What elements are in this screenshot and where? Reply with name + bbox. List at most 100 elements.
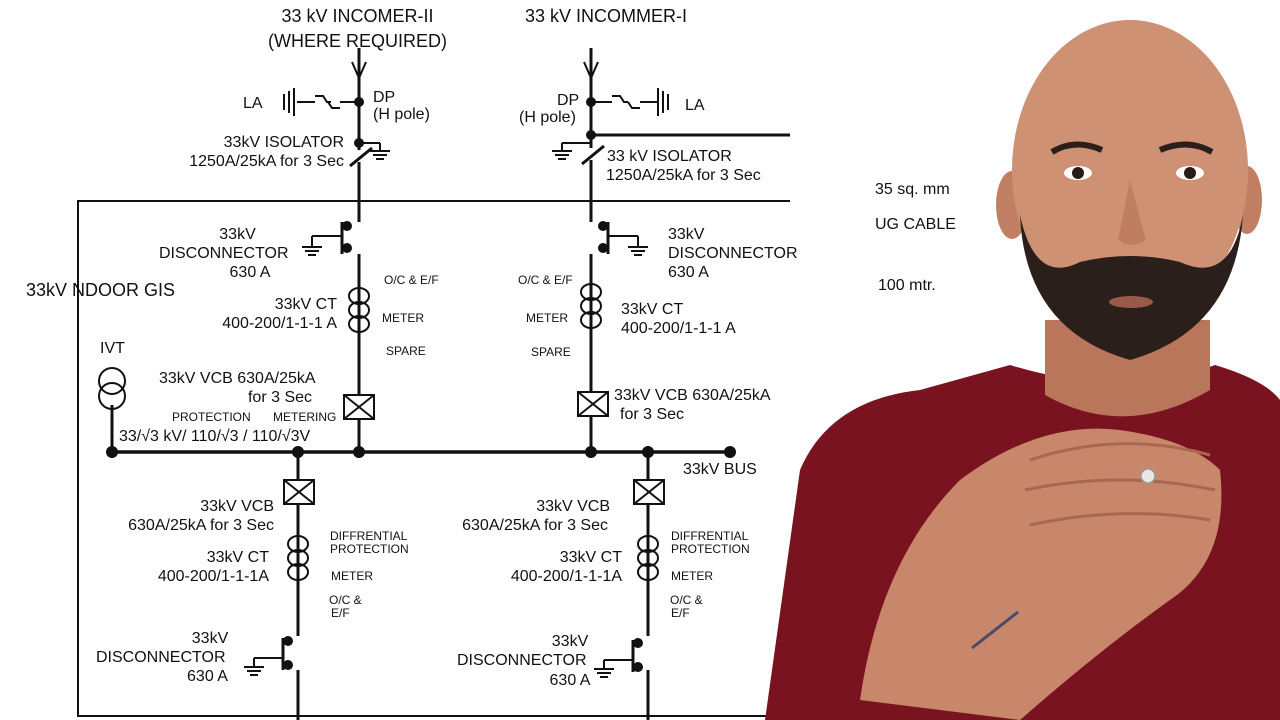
ct-coils	[98, 283, 659, 581]
out-right-vcb-rating: 630A/25kA for 3 Sec	[462, 517, 608, 534]
ivt-label: IVT	[100, 340, 125, 357]
vcb-left-icon	[343, 394, 375, 420]
ct-out-right-icon	[637, 535, 659, 581]
ct-right-rating: 400-200/1-1-1 A	[621, 320, 736, 337]
eyebrow	[1158, 141, 1214, 155]
ct-left-prot: O/C & E/F	[384, 273, 439, 287]
mouth	[1109, 296, 1153, 308]
junction-dot	[292, 446, 304, 458]
ct-left-label: 33kV CT	[274, 296, 337, 313]
bus-label: 33kV BUS	[683, 461, 757, 478]
dp-left-label: DP	[373, 89, 396, 106]
ct-left-rating: 400-200/1-1-1 A	[222, 315, 337, 332]
out-right-prot-2: PROTECTION	[671, 542, 750, 556]
junction-dot	[354, 97, 364, 107]
out-left-meter: METER	[331, 569, 373, 583]
earth-icon	[552, 150, 572, 160]
out-left-vcb: 33kV VCB	[200, 498, 274, 515]
disc-right-rating: 630 A	[668, 264, 709, 281]
incomer-2-title: 33 kV INCOMER-II	[281, 6, 434, 26]
vcb-right-icon	[577, 391, 609, 417]
cable-type: UG CABLE	[875, 216, 956, 233]
vcb-left-label: 33kV VCB 630A/25kA	[159, 370, 316, 387]
earth-icon	[302, 246, 322, 256]
ct-left-icon	[348, 287, 370, 333]
cable-length: 100 mtr.	[878, 277, 936, 294]
out-left-prot: DIFFRENTIAL	[330, 529, 408, 543]
disc-right-label: 33kV	[668, 226, 705, 243]
junction-dot	[586, 97, 596, 107]
junction-dot	[598, 243, 608, 253]
isolator-left-rating: 1250A/25kA for 3 Sec	[189, 153, 344, 170]
vcb-right-label-2: for 3 Sec	[620, 406, 685, 423]
disc-right-label-2: DISCONNECTOR	[668, 245, 798, 262]
eyebrow	[1050, 141, 1104, 155]
out-right-prot: DIFFRENTIAL	[671, 529, 749, 543]
incomer-2-subtitle: (WHERE REQUIRED)	[268, 31, 447, 51]
vcb-left-label-2: for 3 Sec	[247, 389, 313, 406]
out-left-disc-2: DISCONNECTOR	[96, 649, 226, 666]
junction-dots	[106, 97, 736, 672]
ct-right-icon	[580, 283, 602, 329]
ct-right-meter: METER	[526, 311, 568, 325]
isolator-right-rating: 1250A/25kA for 3 Sec	[606, 167, 761, 184]
dp-right-sub: (H pole)	[519, 109, 576, 126]
out-right-meter: METER	[671, 569, 713, 583]
junction-dot	[642, 446, 654, 458]
junction-dot	[342, 221, 352, 231]
out-left-oc: O/C &	[329, 593, 362, 607]
disc-left-label: 33kV	[219, 226, 256, 243]
ring-icon	[1140, 468, 1156, 484]
hands	[860, 428, 1222, 720]
head	[1012, 20, 1248, 320]
isolator-left-label: 33kV ISOLATOR	[223, 134, 344, 151]
out-right-disc-rating: 630 A	[549, 672, 591, 689]
la-right-icon	[657, 88, 669, 116]
earth-icon	[594, 668, 614, 678]
out-left-ct-rating: 400-200/1-1-1A	[157, 568, 269, 585]
ivt-icon	[98, 367, 126, 410]
out-right-ct: 33kV CT	[559, 549, 622, 566]
out-right-ef: E/F	[671, 606, 690, 620]
junction-dot	[106, 446, 118, 458]
junction-dot	[633, 638, 643, 648]
nose	[1118, 180, 1146, 245]
out-right-disc: 33kV	[551, 633, 589, 650]
la-right-label: LA	[685, 97, 705, 114]
ct-right-prot: O/C & E/F	[518, 273, 573, 287]
ivt-metering: METERING	[273, 410, 337, 424]
ct-right-label: 33kV CT	[621, 301, 684, 318]
vcb-right-label: 33kV VCB 630A/25kA	[614, 387, 771, 404]
ivt-protection: PROTECTION	[172, 410, 251, 424]
earth-icon	[370, 150, 390, 160]
la-gap-right-icon	[612, 95, 640, 109]
la-gap-left-icon	[315, 95, 340, 109]
gis-label: 33kV NDOOR GIS	[26, 280, 176, 300]
junction-dot	[724, 446, 736, 458]
dp-left-sub: (H pole)	[373, 106, 430, 123]
junction-dot	[354, 138, 364, 148]
presenter-photo	[765, 0, 1280, 720]
ct-right-spare: SPARE	[531, 345, 571, 359]
isolator-right-label: 33 kV ISOLATOR	[607, 148, 732, 165]
cable-size: 35 sq. mm	[875, 181, 950, 198]
out-left-disc: 33kV	[191, 630, 229, 647]
isolator-right-blade	[581, 144, 605, 166]
ivt-ratio: 33/√3 kV/ 110/√3 / 110/√3V	[119, 428, 311, 445]
ct-left-spare: SPARE	[386, 344, 426, 358]
disc-left-rating: 630 A	[229, 264, 271, 281]
junction-dot	[598, 221, 608, 231]
junction-dot	[353, 446, 365, 458]
dp-right-label: DP	[557, 92, 580, 109]
out-right-oc: O/C &	[670, 593, 703, 607]
out-left-prot-2: PROTECTION	[330, 542, 409, 556]
la-left-label: LA	[243, 95, 263, 112]
out-right-disc-2: DISCONNECTOR	[457, 652, 587, 669]
incomer-1-arrow-icon	[583, 61, 599, 81]
incomer-1-title: 33 kV INCOMMER-I	[525, 6, 688, 26]
beard	[1020, 215, 1243, 360]
junction-dot	[585, 446, 597, 458]
out-right-vcb: 33kV VCB	[536, 498, 610, 515]
earth-icon	[244, 666, 264, 676]
